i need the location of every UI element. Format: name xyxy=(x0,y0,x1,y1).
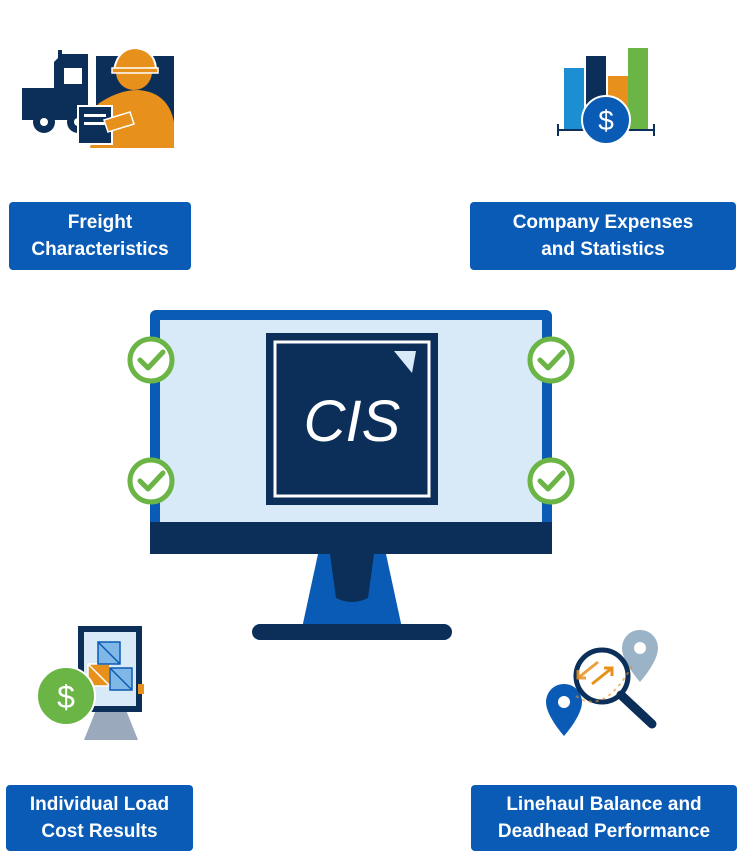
dollar-sign: $ xyxy=(57,679,75,715)
truck-worker-icon xyxy=(18,42,178,152)
check-circle-icon xyxy=(526,335,576,385)
linehaul-label-line2: Deadhead Performance xyxy=(497,821,711,842)
dollar-sign: $ xyxy=(598,105,614,136)
check-circle-icon xyxy=(126,456,176,506)
load-cost-label-line2: Cost Results xyxy=(41,821,158,842)
freight-label-line1: Freight xyxy=(67,212,133,233)
linehaul-deadhead-label: Linehaul Balance and Deadhead Performanc… xyxy=(471,785,737,851)
map-pins-magnifier-icon xyxy=(544,626,668,738)
freight-characteristics-label: Freight Characteristics xyxy=(9,202,191,270)
check-circle-icon xyxy=(526,456,576,506)
freight-label-line2: Characteristics xyxy=(31,239,169,260)
check-circle-icon xyxy=(126,335,176,385)
expenses-label-line2: and Statistics xyxy=(541,239,665,260)
expenses-label-line1: Company Expenses xyxy=(512,212,694,233)
bar-chart-dollar-icon: $ xyxy=(554,44,658,148)
trailer-boxes-dollar-icon: $ xyxy=(34,624,154,742)
cis-logo: CIS xyxy=(266,333,438,505)
load-cost-label-line1: Individual Load xyxy=(29,794,170,815)
linehaul-label-line1: Linehaul Balance and xyxy=(506,794,702,815)
cis-logo-text: CIS xyxy=(304,389,401,454)
company-expenses-label: Company Expenses and Statistics xyxy=(470,202,736,270)
individual-load-cost-label: Individual Load Cost Results xyxy=(6,785,193,851)
